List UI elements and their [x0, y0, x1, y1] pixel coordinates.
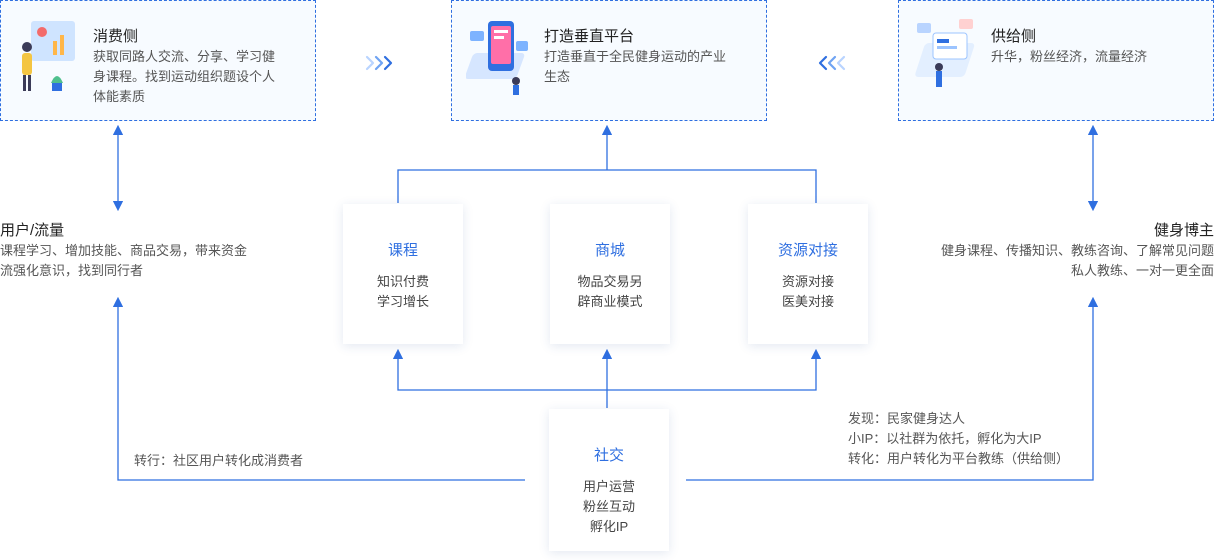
bottom-bracket	[392, 348, 822, 391]
consumer-title: 消费侧	[93, 28, 139, 45]
platform-title: 打造垂直平台	[544, 28, 635, 45]
course-card: 课程 知识付费 学习增长	[343, 204, 463, 344]
platform-box: 打造垂直平台 打造垂直于全民健身运动的产业 生态	[451, 0, 767, 121]
resource-card-title: 资源对接	[777, 242, 838, 259]
consumer-illustration	[22, 21, 75, 91]
social-to-blogger-line	[686, 296, 1099, 481]
consumer-desc: 获取同路人交流、分享、学习健 身课程。找到运动组织题设个人 体能素质	[93, 49, 276, 104]
user-traffic-desc: 课程学习、增加技能、商品交易，带来资金 流强化意识，找到同行者	[0, 243, 248, 278]
platform-illustration	[466, 21, 528, 95]
course-card-title: 课程	[387, 242, 418, 259]
consumer-box: 消费侧 获取同路人交流、分享、学习健 身课程。找到运动组织题设个人 体能素质	[0, 0, 316, 121]
platform-desc: 打造垂直于全民健身运动的产业 生态	[544, 49, 727, 84]
supply-box: 供给侧 升华，粉丝经济，流量经济	[898, 0, 1214, 121]
supply-title: 供给侧	[991, 28, 1037, 45]
blogger-desc: 健身课程、传播知识、教练咨询、了解常见问题 私人教练、一对一更全面	[940, 243, 1214, 278]
chevron-right-icon	[365, 55, 393, 71]
blogger-title: 健身博主	[1153, 222, 1214, 239]
social-card-title: 社交	[593, 447, 624, 464]
user-traffic-title: 用户/流量	[0, 222, 65, 239]
mall-card-title: 商城	[594, 242, 625, 259]
resource-card: 资源对接 资源对接 医美对接	[748, 204, 868, 344]
supply-illustration	[915, 19, 975, 87]
cards-to-platform-bracket	[397, 169, 817, 203]
discover-notes: 发现：民家健身达人 小IP：以社群为依托，孵化为大IP 转化：用户转化为平台教练…	[848, 411, 1070, 466]
convert-note: 转行：社区用户转化成消费者	[134, 453, 304, 468]
social-card: 社交 用户运营 粉丝互动 孵化IP	[549, 409, 669, 551]
mall-card: 商城 物品交易另 辟商业模式	[550, 204, 670, 344]
supply-desc: 升华，粉丝经济，流量经济	[991, 49, 1148, 64]
social-to-user-line	[112, 296, 525, 481]
chevron-left-icon	[818, 55, 846, 71]
